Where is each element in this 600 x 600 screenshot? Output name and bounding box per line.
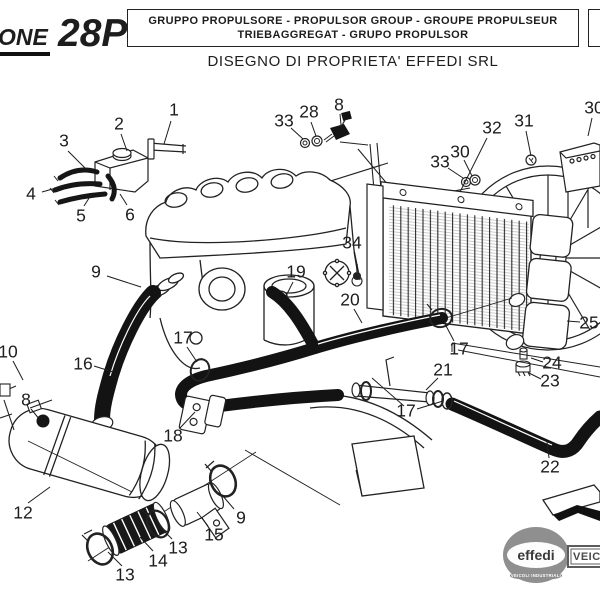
veicoli-badge: VEICO — [567, 545, 600, 568]
leader-line — [119, 193, 128, 206]
metal-pipe — [351, 356, 453, 410]
leader-line — [30, 408, 41, 421]
leader-line — [587, 117, 593, 137]
leader-line — [157, 524, 173, 540]
leader-line — [93, 365, 114, 373]
leader-line — [107, 551, 123, 567]
leader-line — [67, 150, 87, 170]
radiator — [366, 181, 600, 378]
leader-line — [459, 137, 488, 193]
leader-line — [106, 275, 142, 288]
leader-line — [463, 159, 473, 177]
brand-logo-text: ONE — [0, 24, 50, 56]
effedi-logo-text: effedi — [517, 547, 555, 563]
leader-line — [12, 360, 24, 381]
leader-line — [566, 320, 581, 323]
leader-line — [41, 185, 64, 193]
leader-line — [290, 127, 304, 140]
leader-line — [186, 346, 198, 363]
leader-line — [525, 130, 532, 157]
leader-line — [447, 167, 464, 179]
leader-line — [353, 251, 358, 271]
direction-arrow-icon — [541, 484, 600, 521]
leader-line — [83, 194, 92, 207]
leader-line — [221, 494, 235, 510]
thermo-switch-group — [299, 110, 352, 149]
expansion-tank-group — [49, 138, 187, 206]
hose-clamps — [189, 303, 453, 382]
title-line-1: GRUPPO PROPULSORE - PROPULSOR GROUP - GR… — [148, 15, 558, 27]
property-notice: DISEGNO DI PROPRIETA' EFFEDI SRL — [207, 53, 499, 70]
leader-line — [27, 486, 51, 504]
leader-line — [530, 357, 544, 363]
title-line-2: TRIEBAGGREGAT - GRUPO PROPULSOR — [237, 29, 469, 41]
leader-line — [179, 411, 196, 429]
brand-model-text: 28P — [58, 12, 128, 55]
title-box-fragment — [588, 9, 600, 47]
veicoli-badge-text: VEICO — [573, 550, 600, 563]
leader-line — [139, 536, 154, 552]
effedi-logo-subtext: VEICOLI INDUSTRIALI — [510, 573, 562, 578]
bellows-assembly — [27, 440, 257, 566]
leader-line — [120, 133, 128, 152]
leader-line — [425, 377, 439, 391]
fastener-group — [460, 154, 537, 188]
leader-line — [371, 377, 405, 407]
title-box: GRUPPO PROPULSORE - PROPULSOR GROUP - GR… — [127, 9, 579, 47]
leader-line — [528, 372, 542, 380]
leader-line — [163, 120, 172, 145]
reservoir-canister — [0, 383, 227, 502]
leader-line — [416, 400, 444, 410]
effedi-logo-oval: effedi — [507, 542, 565, 568]
leader-line — [443, 321, 455, 342]
leader-line — [546, 441, 550, 459]
leader-line — [310, 121, 317, 137]
effedi-logo: effedi VEICOLI INDUSTRIALI — [503, 527, 569, 587]
effedi-logo-banner: VEICOLI INDUSTRIALI — [510, 571, 562, 580]
leader-line — [196, 511, 209, 527]
relay-box — [559, 142, 600, 230]
leader-line — [339, 113, 342, 126]
leader-line — [353, 308, 363, 324]
leader-line — [285, 281, 294, 297]
hose-highlights — [109, 295, 553, 446]
